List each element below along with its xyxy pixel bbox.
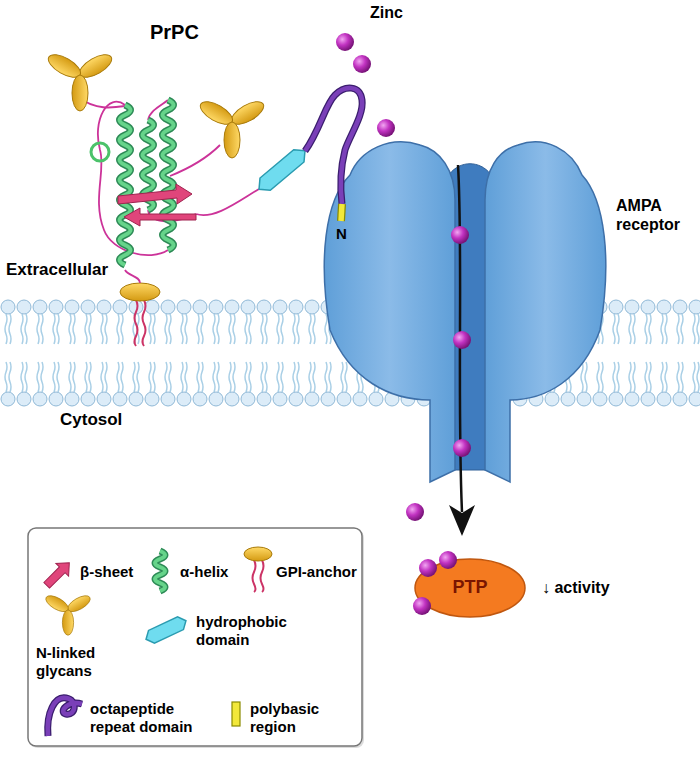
zinc-ion	[419, 559, 437, 577]
terminus-label: N	[336, 225, 347, 243]
zinc-flow-arrow	[449, 165, 475, 536]
zinc-ion	[377, 119, 395, 137]
octapeptide-repeat	[305, 88, 362, 204]
ampa-receptor-shape	[324, 142, 605, 482]
ampa-receptor-shape	[485, 142, 606, 482]
zinc-ion	[453, 331, 471, 349]
n-linked-glycan	[45, 50, 267, 176]
alpha-helix-sample	[155, 551, 165, 591]
glycan-sample	[43, 593, 92, 636]
n-linked-glycan	[45, 50, 115, 111]
polybasic-sample	[232, 702, 240, 726]
alpha-helix	[163, 100, 174, 250]
zinc-ion	[406, 503, 424, 521]
prp-coil	[125, 270, 140, 283]
zinc-ion	[451, 226, 469, 244]
legend-text: β-sheet	[80, 563, 133, 581]
hydrophobic-sample	[143, 614, 189, 645]
glycan-sample	[43, 593, 92, 636]
octapeptide-sample	[48, 698, 82, 736]
legend-text: octapeptide repeat domain	[90, 700, 218, 736]
zinc-ion	[336, 33, 354, 51]
prp-coil	[91, 143, 109, 161]
legend-text: N-linked glycans	[36, 644, 110, 680]
hydrophobic-domain	[254, 145, 310, 196]
polybasic-sample	[232, 702, 240, 726]
legend-text: α-helix	[180, 563, 228, 581]
zinc-ion	[439, 551, 457, 569]
gpi-anchor-sample	[253, 560, 256, 592]
receptor-label: AMPA receptor	[616, 196, 696, 234]
alpha-helix	[120, 105, 131, 265]
gpi-anchor-sample	[244, 547, 272, 592]
legend-text: hydrophobic domain	[196, 613, 300, 649]
gpi-anchor	[135, 300, 138, 346]
octapeptide-sample	[48, 698, 82, 736]
legend-text: GPI-anchor	[276, 563, 357, 581]
activity-note: ↓ activity	[542, 578, 610, 597]
beta-sheet-sample	[40, 556, 75, 591]
compartment-label: Cytosol	[60, 410, 122, 430]
beta-sheet-sample	[40, 556, 75, 591]
beta-sheet	[118, 184, 196, 226]
zinc-ion	[353, 55, 371, 73]
zinc-ion	[336, 33, 471, 521]
compartment-label: Extracellular	[6, 260, 108, 280]
octapeptide-repeat	[305, 88, 362, 221]
alpha-helix-sample	[155, 551, 165, 591]
octapeptide-repeat	[341, 204, 342, 221]
prp-coil	[196, 189, 259, 215]
gpi-anchor-sample	[244, 547, 272, 561]
beta-sheet	[124, 208, 196, 226]
octapeptide-repeat	[341, 204, 342, 221]
gpi-anchor	[120, 283, 160, 346]
legend-box	[28, 528, 364, 748]
alpha-helix-sample	[155, 551, 165, 591]
octapeptide-sample	[48, 698, 82, 736]
beta-sheet	[118, 184, 192, 204]
hydrophobic-sample	[143, 614, 189, 645]
n-linked-glycan	[170, 145, 220, 176]
enzyme-name: PTP	[452, 577, 487, 599]
ion-label: Zinc	[370, 3, 403, 22]
enzyme-outline	[415, 559, 525, 617]
gpi-anchor-sample	[261, 560, 264, 592]
legend-box	[28, 528, 362, 746]
zinc-ion	[453, 439, 471, 457]
n-linked-glycan	[197, 97, 267, 158]
enzyme-ellipse: PTP	[414, 558, 526, 618]
protein-label: PrPC	[150, 20, 199, 44]
hydrophobic-domain	[254, 145, 310, 196]
octapeptide-repeat	[305, 88, 362, 204]
zinc-ion	[413, 597, 431, 615]
zinc-flow-arrow	[449, 505, 475, 536]
gpi-anchor	[143, 300, 146, 346]
legend-text: polybasic region	[250, 700, 346, 736]
alpha-helix	[120, 100, 174, 265]
gpi-anchor	[120, 283, 160, 301]
alpha-helix	[163, 100, 174, 250]
alpha-helix	[120, 105, 131, 265]
